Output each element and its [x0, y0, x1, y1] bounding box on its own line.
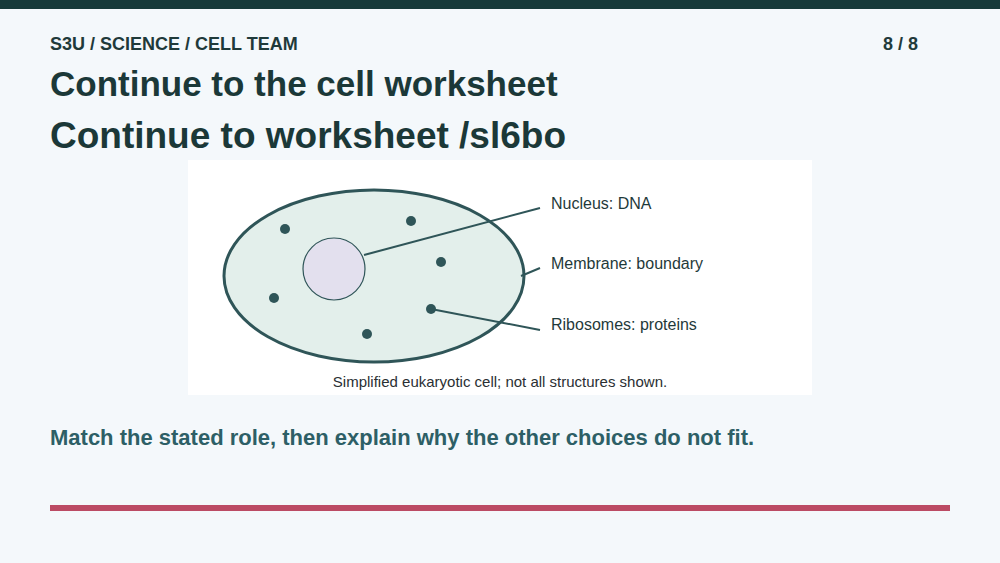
part-label: Membrane: boundary: [551, 254, 703, 274]
slide-subtitle: Continue to worksheet /sl6bo: [50, 114, 566, 158]
nucleus: [303, 238, 365, 300]
cell-membrane: [224, 190, 524, 362]
part-label: Ribosomes: proteins: [551, 315, 697, 335]
instruction-text: Match the stated role, then explain why …: [50, 424, 754, 452]
top-bar: [0, 0, 1000, 9]
section-header: S3U / SCIENCE / CELL TEAM: [50, 33, 298, 55]
slide-title: Continue to the cell worksheet: [50, 63, 558, 105]
ribosome-dots: [269, 216, 446, 339]
part-label: Nucleus: DNA: [551, 194, 651, 214]
page-number: 8 / 8: [883, 33, 918, 55]
figure-panel: [188, 160, 812, 395]
leader-lines: [364, 208, 540, 330]
figure-caption: Simplified eukaryotic cell; not all stru…: [333, 373, 667, 391]
bottom-rule: [50, 505, 950, 511]
